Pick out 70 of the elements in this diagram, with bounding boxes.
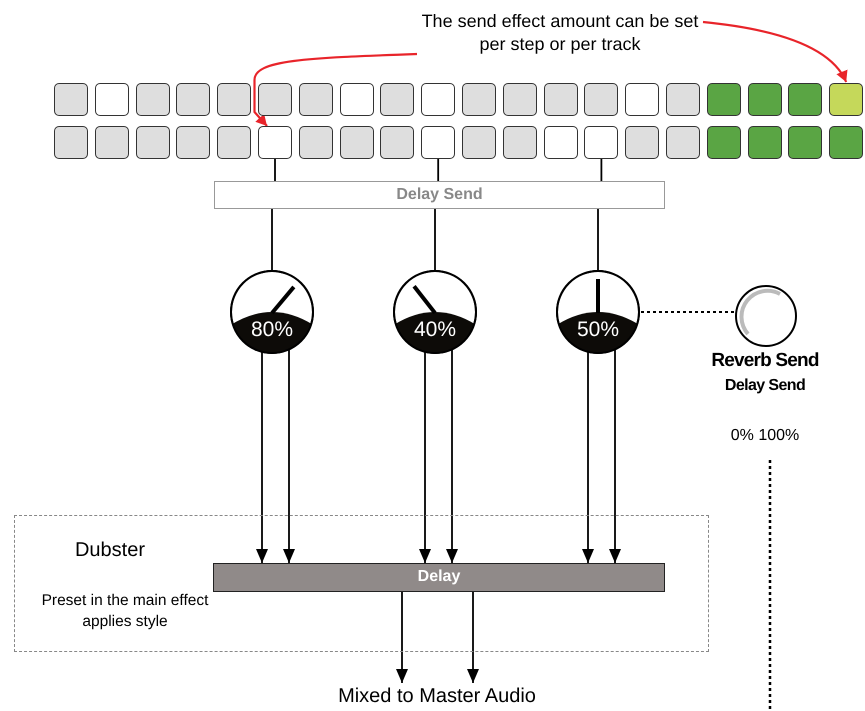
group-note: Preset in the main effect applies style: [40, 591, 210, 632]
connector-line: [271, 209, 273, 271]
step-pad: [584, 83, 618, 116]
arrow: [467, 592, 479, 683]
step-pad: [625, 83, 660, 116]
arrow: [609, 349, 621, 563]
step-pad: [584, 126, 618, 159]
step-pad: [421, 83, 456, 116]
arrow: [283, 349, 295, 563]
dashed-line: [641, 311, 734, 313]
knob-value: 40%: [412, 318, 458, 342]
connector-line: [274, 159, 276, 181]
step-pad: [136, 126, 170, 159]
arrow: [446, 349, 458, 563]
step-pad: [258, 83, 292, 116]
step-pad: [340, 126, 374, 159]
knob-value: 50%: [576, 318, 620, 342]
connector-line: [600, 159, 602, 181]
connector-line: [434, 209, 436, 271]
step-pad: [502, 126, 537, 159]
step-pad: [380, 83, 414, 116]
step-pad: [748, 126, 782, 159]
step-pad: [788, 126, 822, 159]
step-pad: [54, 83, 88, 116]
step-pad: [666, 83, 700, 116]
step-pad: [217, 126, 252, 159]
step-pad: [666, 126, 700, 159]
knob-label: Reverb Send: [710, 350, 820, 372]
dashed-group-box: [14, 515, 709, 652]
step-pad: [217, 83, 252, 116]
send-bar: Delay Send: [214, 181, 665, 209]
step-pad: [544, 83, 578, 116]
connector-line: [597, 209, 599, 271]
step-pad: [706, 83, 741, 116]
step-pad: [258, 126, 292, 159]
group-heading: Dubster: [74, 538, 146, 562]
step-pad: [829, 83, 864, 116]
step-pad: [94, 126, 129, 159]
step-pad: [176, 126, 210, 159]
effect-bar: Delay: [213, 563, 665, 592]
step-pad: [176, 83, 210, 116]
pointer-arrow: [702, 20, 848, 82]
arrow: [582, 352, 594, 563]
step-pad: [298, 83, 333, 116]
step-pad: [340, 83, 374, 116]
step-pad: [748, 83, 782, 116]
callout-text: The send effect amount can be set per step or per track: [415, 10, 705, 56]
arrow: [419, 352, 431, 563]
arrow: [396, 592, 408, 683]
step-pad: [502, 83, 537, 116]
output-label: Mixed to Master Audio: [287, 683, 587, 709]
step-pad: [462, 83, 496, 116]
step-pad: [136, 83, 170, 116]
pointer-arrow: [253, 52, 418, 127]
step-pad: [421, 126, 456, 159]
step-pad: [544, 126, 578, 159]
step-pad: [788, 83, 822, 116]
knob-label: Delay Send: [724, 376, 806, 396]
knob-value: 80%: [250, 318, 294, 342]
step-pad: [298, 126, 333, 159]
connector-line: [437, 159, 440, 181]
step-pad: [462, 126, 496, 159]
step-pad: [380, 126, 414, 159]
step-pad: [94, 83, 129, 116]
range-label: 0% 100%: [730, 426, 800, 446]
step-pad: [54, 126, 88, 159]
step-pad: [706, 126, 741, 159]
step-pad: [829, 126, 864, 159]
arrow: [256, 352, 268, 563]
step-pad: [625, 126, 660, 159]
